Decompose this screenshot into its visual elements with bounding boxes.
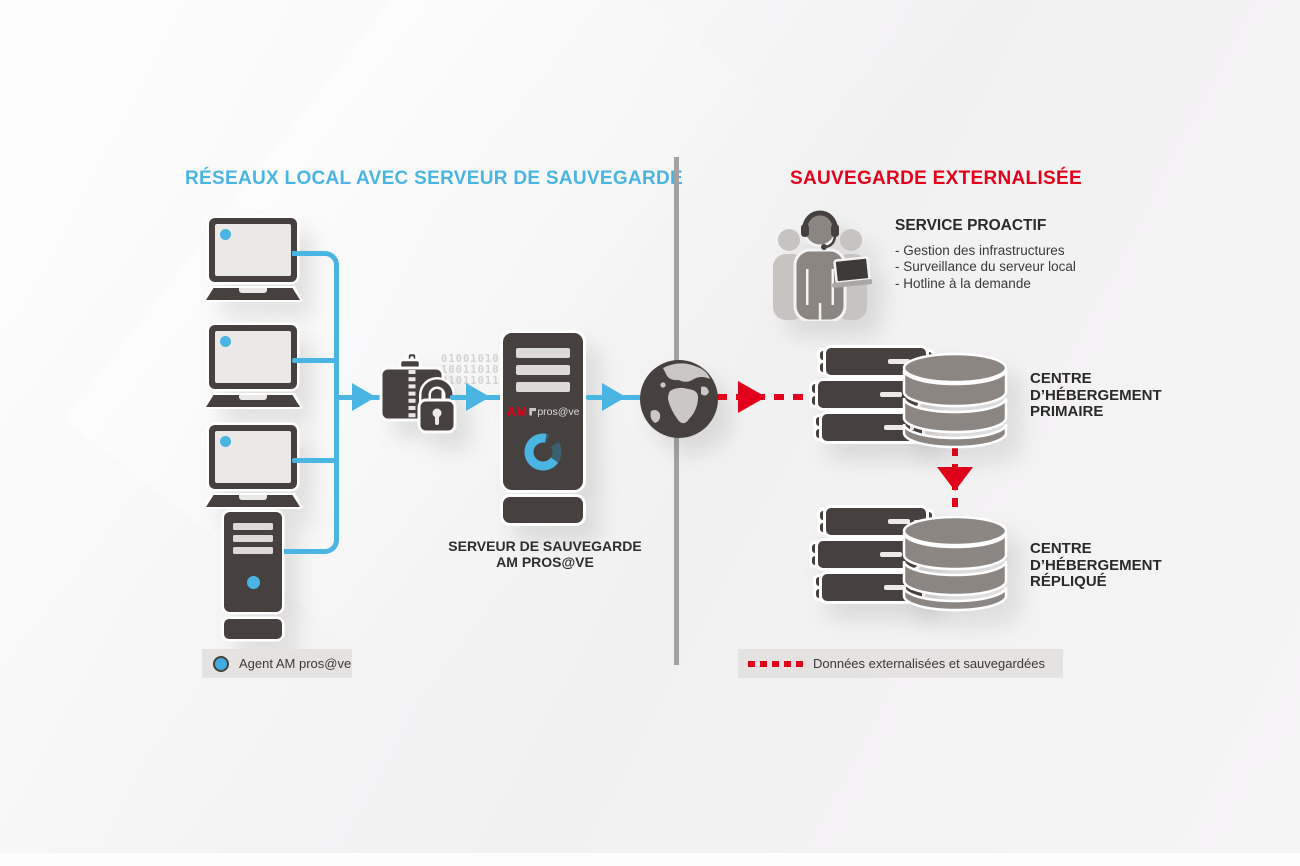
red-arrow-down-icon [937, 467, 973, 491]
tower-base [224, 619, 282, 639]
bottom-strip [0, 853, 1300, 866]
server-base [503, 497, 583, 523]
database-icon [902, 352, 1008, 449]
external-backup-heading: SAUVEGARDE EXTERNALISÉE [790, 168, 1082, 189]
red-dashed-line [717, 394, 819, 400]
red-dashed-line-icon [748, 660, 803, 667]
network-line [292, 251, 339, 277]
padlock-shackle [421, 379, 453, 404]
rack-led [880, 392, 910, 397]
backup-server-icon: AM pros@ve [503, 333, 583, 523]
blue-arrow-icon [466, 383, 490, 411]
replica-datacenter-label: CENTRE D’HÉBERGEMENT RÉPLIQUÉ [1030, 540, 1162, 590]
continent-europe [663, 363, 710, 382]
agent-dot-icon [220, 336, 231, 347]
laptop-screen [209, 425, 297, 489]
laptop-base [203, 393, 303, 409]
service-proactif-block: SERVICE PROACTIF - Gestion des infrastru… [895, 217, 1076, 292]
agent-legend: Agent AM pros@ve [202, 649, 352, 678]
laptop-icon [203, 325, 303, 409]
laptop-base [203, 493, 303, 509]
rack-led [880, 552, 910, 557]
data-flow-legend: Données externalisées et sauvegardées [738, 649, 1063, 678]
database-icon [902, 515, 1008, 612]
binary-data-overlay: 01001010 10011010 01011011 [441, 353, 500, 387]
handheld-laptop-icon [831, 256, 872, 288]
rack-led [884, 425, 914, 430]
agent-dot-icon [220, 436, 231, 447]
laptop-screen [209, 218, 297, 282]
backup-server-label: SERVEUR DE SAUVEGARDE AM PROS@VE [448, 538, 642, 570]
server-vent-bar [516, 348, 570, 358]
data-flow-legend-label: Données externalisées et sauvegardées [813, 656, 1045, 671]
tower-vent-bar [233, 523, 273, 530]
service-item: - Surveillance du serveur local [895, 259, 1076, 275]
tower-vent-bar [233, 535, 273, 542]
laptop-base [203, 286, 303, 302]
agent-dot-icon [246, 576, 260, 589]
agent-legend-label: Agent AM pros@ve [239, 656, 352, 671]
continent-africa [668, 387, 699, 424]
globe-icon [640, 360, 718, 438]
network-line [284, 528, 339, 554]
am-prosve-logo: AM pros@ve [506, 404, 580, 419]
laptop-screen [209, 325, 297, 389]
blue-arrow-icon [602, 383, 626, 411]
rack-unit [812, 381, 924, 408]
red-arrow-icon [738, 381, 766, 413]
blue-arrow-icon [352, 383, 376, 411]
local-network-heading: RÉSEAUX LOCAL AVEC SERVEUR DE SAUVEGARDE [185, 168, 683, 189]
support-team-icon [773, 210, 872, 321]
spinner-icon [524, 433, 562, 471]
desktop-tower-icon [224, 512, 282, 639]
laptop-icon [203, 425, 303, 509]
server-vent-bar [516, 382, 570, 392]
service-proactif-title: SERVICE PROACTIF [895, 217, 1047, 234]
network-bus-line [334, 275, 339, 530]
agent-dot-icon [220, 229, 231, 240]
tower-vent-bar [233, 547, 273, 554]
network-line [292, 458, 336, 463]
service-item: - Gestion des infrastructures [895, 243, 1065, 258]
continent-asia [701, 386, 709, 396]
laptop-icon [203, 218, 303, 302]
server-vent-bar [516, 365, 570, 375]
agent-dot-icon [213, 655, 229, 672]
logo-flag-icon [529, 407, 537, 416]
headset-icon [802, 210, 838, 229]
continent-america [650, 410, 661, 423]
primary-datacenter-label: CENTRE D’HÉBERGEMENT PRIMAIRE [1030, 370, 1162, 420]
rack-unit [812, 541, 924, 568]
zip-folder-lock-icon [379, 352, 457, 434]
service-item: - Hotline à la demande [895, 275, 1031, 291]
keyhole-icon [432, 408, 442, 418]
network-line [292, 358, 336, 363]
